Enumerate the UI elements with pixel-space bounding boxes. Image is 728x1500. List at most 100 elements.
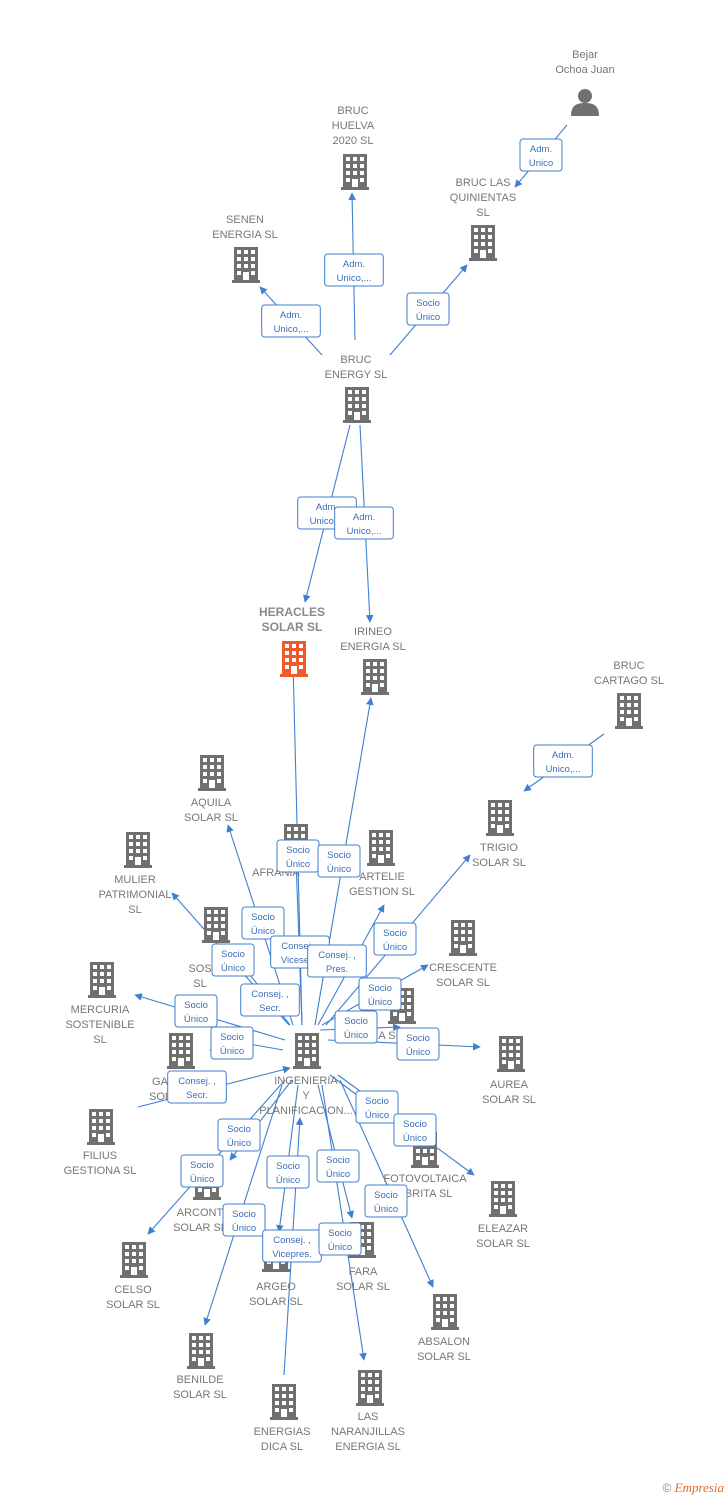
node-absalon[interactable]: ABSALON SOLAR SL [417, 1294, 471, 1363]
edge-label-energias_dica-to-ingenieria[interactable]: Consej. ,Vicepres. [262, 1229, 322, 1263]
edge-label-ingenieria-to-afrania[interactable]: Consej. ,Pres. [307, 944, 367, 978]
edge-label-bruc_energy-to-bruc_huelva[interactable]: Adm.Unico,... [324, 253, 384, 287]
edge-label-text: Socio [365, 1096, 389, 1107]
edge-label-text: Único [232, 1223, 256, 1234]
edge-label-bejar-to-bruc_quinientas[interactable]: Adm.Unico [519, 138, 563, 172]
node-label: SL [93, 1034, 106, 1046]
edge-label-box [396, 1027, 440, 1061]
edge-label-text: Unico,... [337, 273, 372, 284]
node-asl[interactable]: A SL [378, 988, 416, 1042]
edge-label-text: Único [365, 1110, 389, 1121]
node-label: A SL [378, 1030, 401, 1042]
building-icon [489, 1181, 517, 1217]
edge-label-bruc_energy-to-irineo[interactable]: Adm.Unico,... [334, 506, 394, 540]
node-label: ABSALON [418, 1336, 470, 1348]
edge-label-text: Consej. , [273, 1235, 311, 1246]
edge-label-text: Socio [232, 1209, 256, 1220]
building-icon [202, 907, 230, 943]
node-label: ENERGIA SL [212, 229, 277, 241]
edge-label-text: Secr. [259, 1003, 281, 1014]
node-label: SOLAR SL [184, 812, 238, 824]
node-label: FOTOVOLTAICA [383, 1173, 467, 1185]
node-label: BRUC [340, 354, 371, 366]
node-label: Bejar [572, 49, 598, 61]
edge-label-bruc_energy-to-senen[interactable]: Adm. Unico,... [261, 304, 321, 338]
building-icon [431, 1294, 459, 1330]
edge-label-text: Pres. [326, 964, 348, 975]
edge-label-box [364, 1184, 408, 1218]
edge-label-text: Socio [416, 298, 440, 309]
edge-label-text: Socio [221, 949, 245, 960]
edge-label-box [393, 1113, 437, 1147]
edge-label-ingenieria-to-artelie[interactable]: Consej. ,Secr. [240, 983, 300, 1017]
node-ingenieria[interactable]: INGENIERIAYPLANIFICACION... [259, 1033, 353, 1117]
edge-label-box [241, 906, 285, 940]
edge-label-bruc_cartago-to-trigio[interactable]: Adm.Unico,... [533, 744, 593, 778]
node-label: SOLAR SL [417, 1351, 471, 1363]
brand-logo: Empresia [674, 1480, 724, 1495]
edge-label-text: Unico,... [274, 324, 309, 335]
edge-label-box [240, 983, 300, 1017]
edge-label-text: Adm. [280, 310, 302, 321]
edge-label-text: Socio [368, 983, 392, 994]
edge-label-filius-to-ingenieria[interactable]: Consej. ,Secr. [167, 1070, 227, 1104]
edge-label-box [533, 744, 593, 778]
edge-label-text: Vicesecr. [281, 955, 319, 966]
edge-label-box [316, 1149, 360, 1183]
node-label: Y [302, 1090, 310, 1102]
edge-label-text: Consej. , [281, 941, 319, 952]
edge-label-box [211, 943, 255, 977]
edge-label-text: Consej. , [178, 1076, 216, 1087]
node-label: ARCONT [177, 1207, 224, 1219]
edge-label-text: Socio [227, 1124, 251, 1135]
footer-brand[interactable]: © Empresia [662, 1480, 724, 1496]
